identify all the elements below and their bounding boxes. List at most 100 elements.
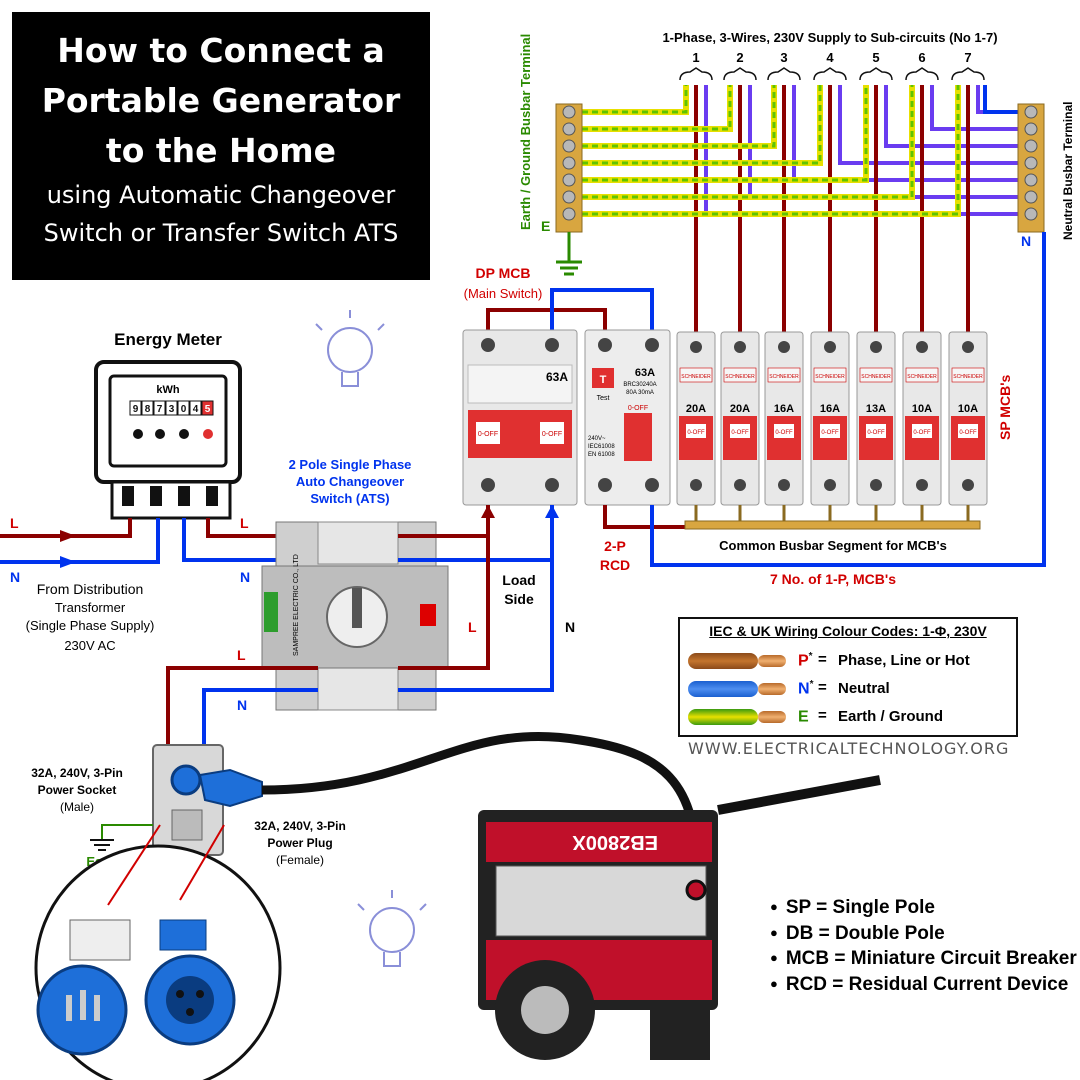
source-label-2: Transformer: [55, 600, 126, 615]
earth-wire-stripe: [582, 85, 868, 182]
meter-out-N: N: [240, 569, 250, 585]
busbar-screw: [562, 207, 576, 221]
rcd-sub: RCD: [600, 557, 630, 573]
circuit-number: 5: [872, 50, 879, 65]
mcb-busbar-segment: [684, 520, 981, 530]
wire-swatch: [688, 681, 758, 697]
ats-switch[interactable]: [261, 521, 449, 711]
legend-row: N*=Neutral: [688, 677, 1008, 701]
title-line-4: using Automatic Changeover: [46, 181, 396, 209]
source-L: L: [10, 515, 19, 531]
rcd-label: 2-P: [604, 538, 626, 554]
title-line-5: Switch or Transfer Switch ATS: [43, 219, 399, 247]
neutral-letter: N: [1021, 233, 1031, 249]
meter-digit: 0: [181, 404, 187, 415]
mcb-rating: 13A: [866, 403, 886, 415]
wire-swatch: [688, 709, 758, 725]
meter-digit: 3: [169, 404, 175, 415]
legend-code: N*: [798, 679, 814, 698]
female-socket-closeup: [144, 919, 236, 1046]
mcb-rating: 10A: [912, 403, 932, 415]
power-plug[interactable]: [198, 768, 263, 808]
legend-row: P*=Phase, Line or Hot: [688, 649, 1008, 673]
busbar-screw: [562, 190, 576, 204]
legend-code: P*: [798, 651, 813, 670]
svg-text:T: T: [600, 374, 607, 386]
busbar-screw: [562, 173, 576, 187]
plug-label-2: Power Plug: [267, 836, 332, 850]
earth-wire: [582, 85, 689, 115]
gen-L: L: [237, 647, 246, 663]
legend-text: Phase, Line or Hot: [838, 652, 970, 669]
circuit-brace: [767, 67, 801, 81]
circuit-brace: [859, 67, 893, 81]
neutral-busbar: [1017, 103, 1045, 233]
legend-code: E: [798, 708, 809, 726]
copper-tip: [758, 711, 786, 723]
male-plug-closeup: [36, 919, 131, 1056]
gen-N: N: [237, 697, 247, 713]
ats-label-3: Switch (ATS): [310, 491, 389, 506]
generator-model: EB2800X: [572, 831, 658, 853]
neutral-wire: [884, 85, 1018, 148]
dp-mcb-sub: (Main Switch): [464, 286, 543, 301]
load-side-2: Side: [504, 591, 534, 607]
abbreviation-mcb: MCB = Miniature Circuit Breaker: [770, 947, 1077, 973]
mcb-brand: SCHNEIDER: [769, 374, 799, 380]
mcb-rating: 20A: [730, 403, 750, 415]
earth-wire-stripe: [582, 85, 960, 216]
source-label-3: (Single Phase Supply): [26, 618, 155, 633]
wire-swatch: [688, 653, 758, 669]
meter-out-L: L: [240, 515, 249, 531]
source-label-4: 230V AC: [64, 638, 115, 653]
copper-tip: [758, 683, 786, 695]
mcb-off: 0-OFF: [913, 430, 931, 436]
rcd-off: 0-OFF: [628, 405, 648, 412]
legend-star: *: [809, 679, 814, 690]
lightbulb-icon: [357, 890, 427, 967]
title-line-1: How to Connect a: [57, 31, 385, 70]
socket-label-1: 32A, 240V, 3-Pin: [31, 766, 123, 780]
mcb-brand: SCHNEIDER: [815, 374, 845, 380]
subcircuit-wires: [582, 85, 1018, 332]
earth-wire-stripe: [582, 85, 776, 148]
power-socket-box: [152, 744, 263, 856]
circuit-brace: [723, 67, 757, 81]
generator-cable: [261, 731, 701, 881]
rcd-spec-4: IEC61008: [588, 444, 615, 450]
earth-letter: E: [541, 218, 550, 234]
legend-equals: =: [818, 707, 827, 724]
earth-wire-stripe: [582, 85, 914, 199]
rcd[interactable]: T: [584, 329, 671, 506]
rcd-rating: 63A: [635, 367, 655, 379]
circuit-number: 3: [780, 50, 787, 65]
legend-text: Earth / Ground: [838, 708, 943, 725]
svg-text:0-OFF: 0-OFF: [542, 431, 562, 438]
busbar-screw: [562, 122, 576, 136]
energy-meter-unit: kWh: [156, 384, 180, 396]
abbreviation-rcd: RCD = Residual Current Device: [770, 973, 1077, 999]
source-N: N: [10, 569, 20, 585]
mcb-off: 0-OFF: [687, 430, 705, 436]
mcb-brand: SCHNEIDER: [953, 374, 983, 380]
sp-mcbs: SCHNEIDER20A0-OFFSCHNEIDER20A0-OFFSCHNEI…: [676, 331, 988, 521]
rcd-spec-5: EN 61008: [588, 452, 615, 458]
meter-digit: 8: [145, 404, 151, 415]
legend-equals: =: [818, 679, 827, 696]
busbar-screw: [1024, 190, 1038, 204]
website-label: WWW.ELECTRICALTECHNOLOGY.ORG: [688, 739, 1010, 758]
socket-label-2: Power Socket: [38, 783, 117, 797]
dp-mcb[interactable]: 0-OFF 0-OFF: [462, 329, 578, 506]
circuit-number: 1: [692, 50, 699, 65]
earth-busbar-label: Earth / Ground Busbar Terminal: [518, 34, 533, 230]
earth-wire-stripe: [582, 85, 688, 114]
